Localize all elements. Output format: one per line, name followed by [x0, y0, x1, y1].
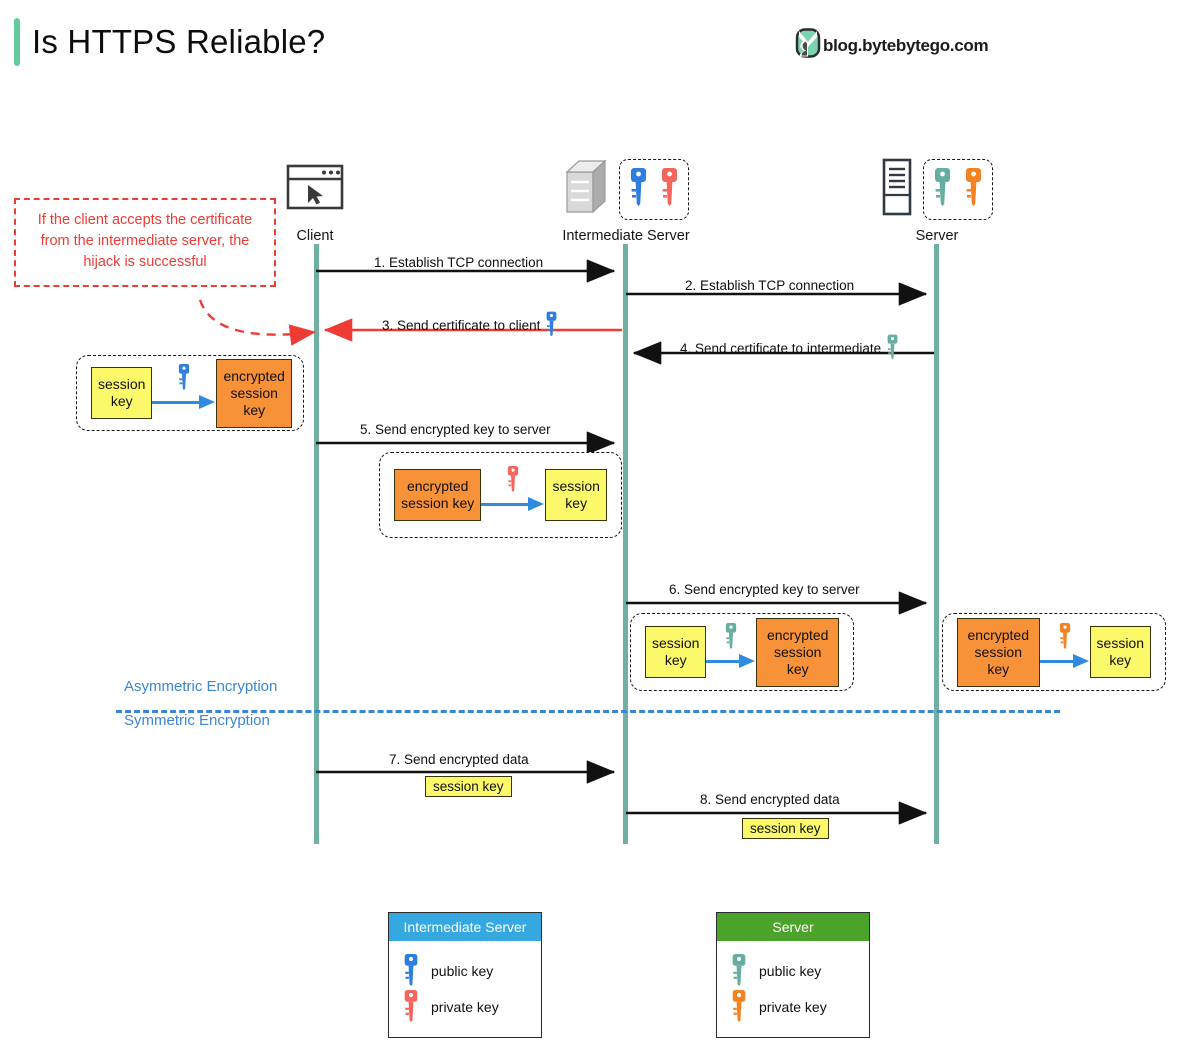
crypto-right-box: session key — [1089, 626, 1151, 678]
encryption-divider-line — [116, 710, 1060, 713]
server-tower-icon — [563, 158, 609, 221]
arrow-head — [199, 395, 216, 409]
key-blue-icon — [545, 311, 558, 340]
arrow-shaft — [481, 503, 532, 506]
actor-client: Client — [240, 158, 390, 244]
asymmetric-encryption-label: Asymmetric Encryption — [124, 678, 278, 695]
hijack-annotation: If the client accepts the certificate fr… — [14, 198, 276, 287]
legend-row: public key — [731, 953, 869, 989]
hijack-annotation-text: If the client accepts the certificate fr… — [37, 212, 253, 270]
session-key-tag-7: session key — [425, 776, 512, 797]
key-teal-icon — [731, 953, 747, 990]
crypto-arrow — [706, 623, 756, 674]
key-teal-icon — [886, 334, 899, 363]
actor-client-label: Client — [296, 228, 334, 244]
lifeline-intermediate — [623, 244, 628, 844]
key-red-icon — [660, 167, 679, 212]
crypto-left-box: encrypted session key — [957, 617, 1040, 687]
server-keypair-box — [923, 158, 993, 220]
key-red-icon — [507, 465, 520, 498]
arrow-shaft — [152, 401, 203, 404]
page-title: Is HTTPS Reliable? — [32, 23, 326, 60]
arrow-shaft — [1039, 660, 1076, 663]
legend-label: private key — [431, 999, 499, 1015]
key-red-icon — [403, 989, 419, 1026]
legend-row: public key — [403, 953, 541, 989]
key-teal-icon — [933, 167, 952, 212]
brand-text: blog.bytebytego.com — [823, 35, 989, 55]
brand-watermark: blog.bytebytego.com — [795, 28, 989, 63]
message-label-2: 2. Establish TCP connection — [685, 278, 855, 293]
legend-row: private key — [403, 989, 541, 1025]
arrow-head — [739, 654, 756, 668]
legend-label: public key — [431, 963, 494, 979]
key-orange-icon — [1058, 622, 1071, 655]
symmetric-encryption-label: Symmetric Encryption — [124, 712, 270, 729]
lifeline-client — [314, 244, 319, 844]
crypto-left-box: session key — [91, 367, 153, 419]
legend-label: private key — [759, 999, 827, 1015]
intermediate-keypair-box — [619, 158, 689, 220]
crypto-right-box: encrypted session key — [756, 617, 839, 687]
crypto-right-box: encrypted session key — [216, 358, 292, 428]
key-blue-icon — [629, 167, 648, 212]
crypto-right-box: session key — [545, 469, 607, 521]
arrow-head — [1072, 654, 1089, 668]
legend-label: public key — [759, 963, 822, 979]
key-blue-icon — [178, 363, 191, 396]
message-label-1: 1. Establish TCP connection — [374, 255, 544, 270]
key-orange-icon — [731, 989, 747, 1026]
actor-intermediate: Intermediate Server — [520, 158, 732, 244]
server-rack-icon — [881, 158, 913, 221]
session-key-tag-8: session key — [742, 818, 829, 839]
crypto-server-decrypt: encrypted session key session key — [942, 613, 1166, 691]
arrow-head — [528, 497, 545, 511]
message-label-3: 3. Send certificate to client — [382, 311, 558, 340]
message-label-7: 7. Send encrypted data — [389, 752, 529, 767]
message-label-8: 8. Send encrypted data — [700, 792, 840, 807]
legend-intermediate-server: Intermediate Server public key — [388, 912, 542, 1038]
crypto-client-encrypt: session key encrypted session key — [76, 355, 304, 431]
key-blue-icon — [403, 953, 419, 990]
bytebytego-logo-icon — [795, 28, 821, 63]
legend-row: private key — [731, 989, 869, 1025]
crypto-intermediate-encrypt: session key encrypted session key — [630, 613, 854, 691]
crypto-arrow — [481, 466, 545, 517]
crypto-arrow — [1039, 623, 1090, 674]
key-orange-icon — [964, 167, 983, 212]
message-label-5: 5. Send encrypted key to server — [360, 422, 551, 437]
browser-window-icon — [286, 164, 344, 215]
actor-server: Server — [860, 158, 1014, 244]
actor-server-label: Server — [915, 228, 959, 244]
title-accent-bar — [14, 18, 20, 66]
crypto-arrow — [152, 364, 216, 415]
legend-title: Server — [717, 913, 869, 941]
crypto-left-box: session key — [645, 626, 707, 678]
crypto-left-box: encrypted session key — [394, 469, 482, 521]
key-teal-icon — [725, 622, 738, 655]
message-label-6: 6. Send encrypted key to server — [669, 582, 860, 597]
actor-intermediate-label: Intermediate Server — [562, 228, 690, 244]
legend-server: Server public key — [716, 912, 870, 1038]
legend-title: Intermediate Server — [389, 913, 541, 941]
message-label-4: 4. Send certificate to intermediate — [680, 334, 899, 363]
lifeline-server — [934, 244, 939, 844]
arrow-shaft — [706, 660, 743, 663]
crypto-intermediate-decrypt: encrypted session key session key — [379, 452, 622, 538]
